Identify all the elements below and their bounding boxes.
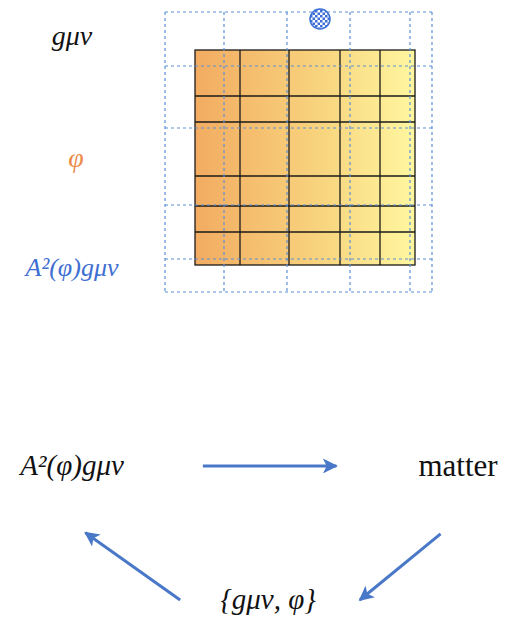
- formula-node: {gμν, φ}: [216, 581, 320, 618]
- formula-node: A²(φ)gμν: [16, 447, 128, 484]
- solid-grid: [195, 50, 415, 265]
- cycle-arrow: [203, 464, 337, 467]
- dashed-grid: [165, 12, 432, 292]
- node-text: {gμν, φ}: [220, 583, 316, 616]
- orange-sheet: [195, 50, 415, 265]
- cycle-arrow: [85, 533, 180, 600]
- symbol-label: φ: [68, 142, 84, 174]
- formula-node: matter: [414, 446, 501, 486]
- symbol-label: gμν: [52, 20, 92, 52]
- checkered-ball: [310, 9, 330, 29]
- node-text: matter: [418, 448, 497, 484]
- node-text: A²(φ)gμν: [20, 449, 124, 482]
- symbol-label: A²(φ)gμν: [26, 253, 119, 283]
- cycle-arrow: [360, 534, 441, 600]
